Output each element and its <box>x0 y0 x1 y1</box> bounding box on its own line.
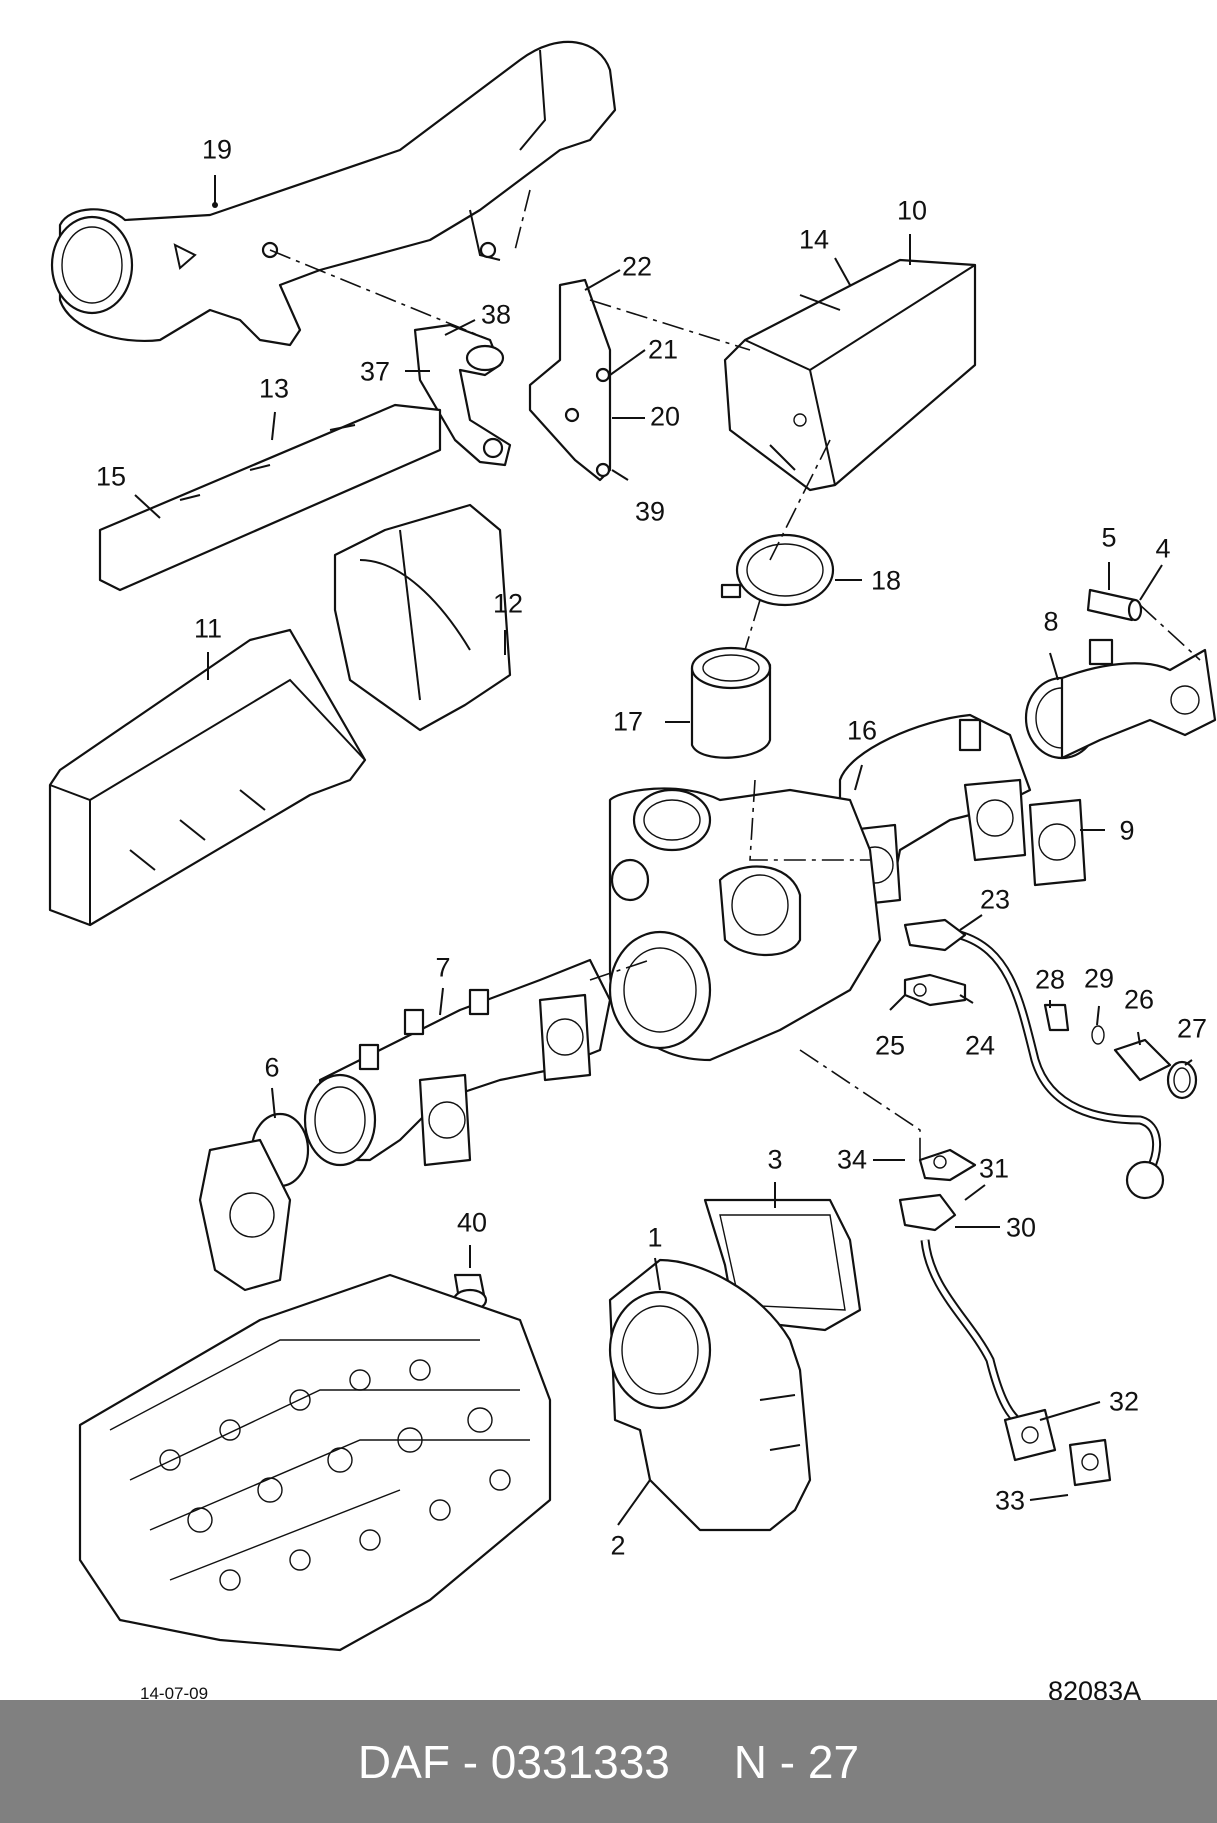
oil-return-pipe-part-30 <box>898 1148 1112 1487</box>
callout-23: 23 <box>979 884 1011 915</box>
turbocharger-assembly <box>608 787 882 1062</box>
callout-3: 3 <box>767 1144 783 1175</box>
turbine-housing-part-1 <box>608 1258 812 1532</box>
alignment-lines <box>269 189 1201 1160</box>
callout-24: 24 <box>964 1030 996 1061</box>
v-band-clamp-part-18 <box>720 533 835 607</box>
exhaust-adapter-part-6 <box>198 1112 310 1292</box>
cylinder-head <box>78 1273 552 1652</box>
callout-5: 5 <box>1101 522 1117 553</box>
callout-9: 9 <box>1119 815 1135 846</box>
callout-34: 34 <box>836 1144 868 1175</box>
callout-1: 1 <box>647 1222 663 1253</box>
oil-feed-pipe-part-23 <box>903 918 1165 1200</box>
callout-28: 28 <box>1034 964 1066 995</box>
callout-38: 38 <box>480 299 512 330</box>
callout-29: 29 <box>1083 963 1115 994</box>
coupling-part-17 <box>690 646 772 759</box>
footer-part-number: DAF - 0331333 N - 27 <box>357 1735 860 1788</box>
callout-37: 37 <box>359 356 391 387</box>
callout-6: 6 <box>264 1052 280 1083</box>
callout-31: 31 <box>978 1153 1010 1184</box>
callout-14: 14 <box>798 224 830 255</box>
callout-15: 15 <box>95 461 127 492</box>
intake-pipe-part-19 <box>50 40 617 347</box>
exhaust-elbow-part-8 <box>1024 638 1217 760</box>
callout-39: 39 <box>634 496 666 527</box>
callout-4: 4 <box>1155 533 1171 564</box>
callout-30: 30 <box>1005 1212 1037 1243</box>
callout-26: 26 <box>1123 984 1155 1015</box>
gasket-part-24 <box>903 973 967 1007</box>
callout-21: 21 <box>647 334 679 365</box>
callout-25: 25 <box>874 1030 906 1061</box>
callout-22: 22 <box>621 251 653 282</box>
heat-shield-part-11 <box>48 628 367 927</box>
callout-7: 7 <box>435 952 451 983</box>
diagram-date: 14-07-09 <box>140 1684 209 1703</box>
exhaust-manifold-part-16 <box>838 713 1032 907</box>
callout-17: 17 <box>612 706 644 737</box>
callout-33: 33 <box>994 1485 1026 1516</box>
exhaust-manifold-part-7 <box>303 958 612 1167</box>
gasket-part-9 <box>1028 798 1087 887</box>
callout-20: 20 <box>649 401 681 432</box>
callout-12: 12 <box>492 588 524 619</box>
callout-2: 2 <box>610 1530 626 1561</box>
exploded-parts-diagram <box>48 40 1217 1652</box>
banjo-bolt-part-26 <box>1043 1003 1198 1100</box>
callout-16: 16 <box>846 715 878 746</box>
callout-19: 19 <box>201 134 233 165</box>
footer-bar: DAF - 0331333 N - 27 <box>0 1700 1217 1823</box>
callout-10: 10 <box>896 195 928 226</box>
sleeve-part-5 <box>1086 588 1143 622</box>
callout-40: 40 <box>456 1207 488 1238</box>
callout-32: 32 <box>1108 1386 1140 1417</box>
callout-13: 13 <box>258 373 290 404</box>
callout-11: 11 <box>193 613 223 644</box>
callout-8: 8 <box>1043 606 1059 637</box>
bracket-part-20 <box>528 278 612 482</box>
heat-shield-part-10 <box>723 258 977 492</box>
callout-27: 27 <box>1176 1013 1208 1044</box>
heat-shield-part-12 <box>333 503 512 732</box>
callout-18: 18 <box>870 565 902 596</box>
leader-lines <box>134 175 1193 1526</box>
